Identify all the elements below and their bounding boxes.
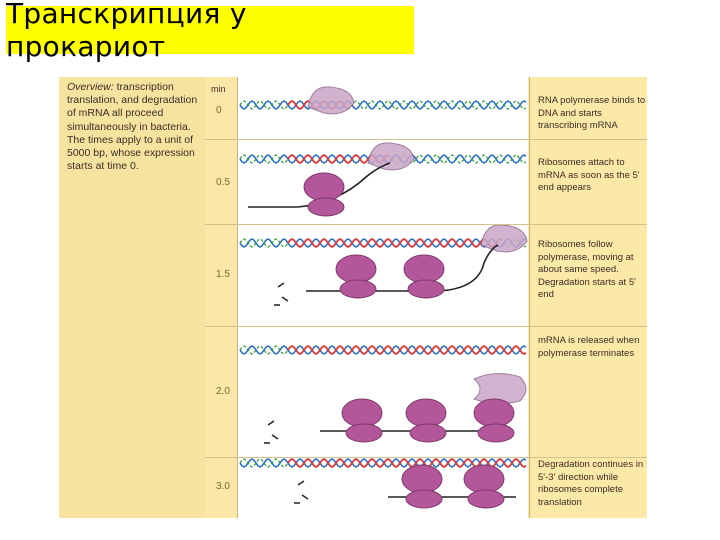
stage-description-2: Ribosomes follow polymerase, moving at a…: [538, 239, 636, 300]
overview-column: Overview: transcription translation, and…: [59, 77, 205, 518]
diagram-column: [238, 77, 528, 518]
degraded-mrna-fragments: [274, 282, 289, 306]
ribosome-large-subunit: [401, 464, 443, 494]
ribosome-small-subunit: [477, 423, 515, 443]
title-banner: Транскрипция у прокариот: [6, 0, 414, 63]
stage-description-1: Ribosomes attach to mRNA as soon as the …: [538, 157, 640, 193]
ribosome-small-subunit: [345, 423, 383, 443]
dna-strand-red: [287, 457, 527, 469]
time-label-1-5: 1.5: [216, 269, 230, 280]
rna-polymerase: [480, 224, 528, 253]
time-label-2-0: 2.0: [216, 386, 230, 397]
row-divider: [205, 139, 647, 140]
row-divider: [205, 457, 647, 458]
diagram-canvas: [239, 86, 528, 509]
stage-description-0: RNA polymerase binds to DNA and starts t…: [538, 95, 646, 131]
rna-polymerase: [367, 142, 415, 171]
ribosome-large-subunit: [341, 398, 383, 428]
dna-strand-red: [287, 237, 501, 249]
ribosome-large-subunit: [473, 398, 515, 428]
released-polymerase: [473, 373, 527, 405]
ribosome-large-subunit: [303, 172, 345, 202]
ribosome-small-subunit: [409, 423, 447, 443]
ribosome-large-subunit: [405, 398, 447, 428]
overview-text: Overview: transcription translation, and…: [67, 81, 207, 173]
dna-strand-green: [239, 100, 527, 110]
slide-title: Транскрипция у прокариот: [6, 0, 247, 63]
overview-body: transcription translation, and degradati…: [67, 81, 198, 173]
time-header: min: [211, 84, 226, 94]
transcription-figure: Overview: transcription translation, and…: [59, 77, 647, 518]
ribosome-large-subunit: [403, 254, 445, 284]
rna-polymerase: [307, 86, 355, 115]
stage-description-3: mRNA is released when polymerase termina…: [538, 335, 640, 359]
ribosome-large-subunit: [463, 464, 505, 494]
ribosome-small-subunit: [307, 197, 345, 217]
ribosome-large-subunit: [335, 254, 377, 284]
degraded-mrna-fragments: [264, 420, 279, 444]
description-column: RNA polymerase binds to DNA and starts t…: [529, 77, 647, 518]
ribosome-small-subunit: [407, 279, 445, 299]
dna-strand-red: [287, 344, 527, 356]
ribosome-small-subunit: [467, 489, 505, 509]
time-label-3-0: 3.0: [216, 481, 230, 492]
ribosome-small-subunit: [339, 279, 377, 299]
time-column: min 0 0.5 1.5 2.0 3.0: [205, 77, 238, 518]
stage-description-4: Degradation continues in 5'-3' direction…: [538, 459, 644, 508]
overview-heading: Overview:: [67, 81, 114, 93]
row-divider: [205, 224, 647, 225]
time-label-0: 0: [216, 105, 222, 116]
ribosome-small-subunit: [405, 489, 443, 509]
time-label-0-5: 0.5: [216, 177, 230, 188]
row-divider: [205, 326, 647, 327]
mrna-strand: [306, 244, 499, 292]
degraded-mrna-fragments: [294, 480, 309, 504]
